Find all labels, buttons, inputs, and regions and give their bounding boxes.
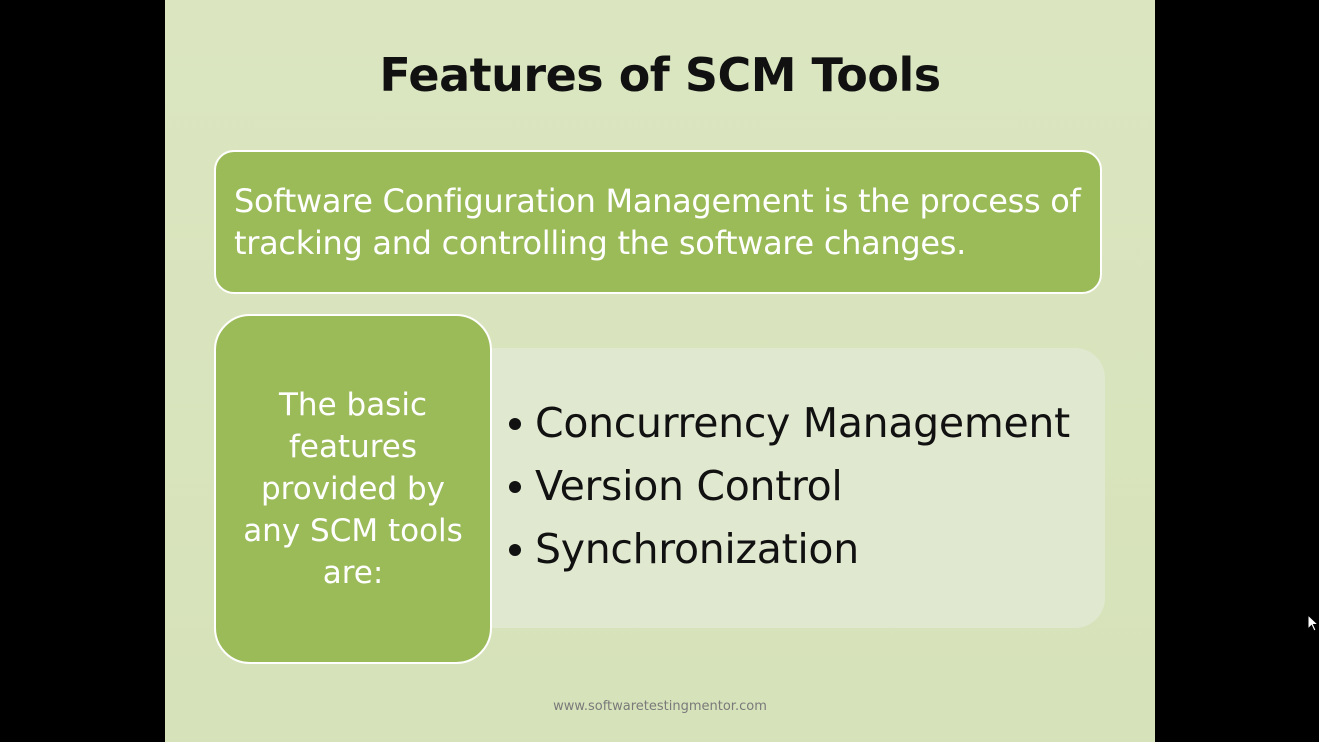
features-list: Concurrency Management Version Control S… (505, 392, 1070, 581)
features-list-panel (465, 348, 1105, 628)
definition-box: Software Configuration Management is the… (214, 150, 1102, 294)
presentation-slide: Features of SCM Tools Software Configura… (165, 0, 1155, 742)
feature-item-label: Synchronization (535, 525, 859, 573)
features-label-text: The basic features provided by any SCM t… (243, 387, 463, 591)
feature-item-label: Version Control (535, 462, 843, 510)
feature-item-concurrency-management: Concurrency Management (505, 392, 1070, 455)
bullet-dot-icon (509, 544, 521, 556)
bullet-dot-icon (509, 481, 521, 493)
feature-item-label: Concurrency Management (535, 399, 1070, 447)
footer-url: www.softwaretestingmentor.com (553, 699, 767, 714)
bullet-dot-icon (509, 418, 521, 430)
feature-item-version-control: Version Control (505, 455, 1070, 518)
features-label-box: The basic features provided by any SCM t… (214, 314, 492, 664)
definition-text: Software Configuration Management is the… (234, 182, 1081, 262)
slide-title: Features of SCM Tools (379, 48, 941, 102)
feature-item-synchronization: Synchronization (505, 518, 1070, 581)
mouse-pointer-icon (1307, 614, 1319, 632)
